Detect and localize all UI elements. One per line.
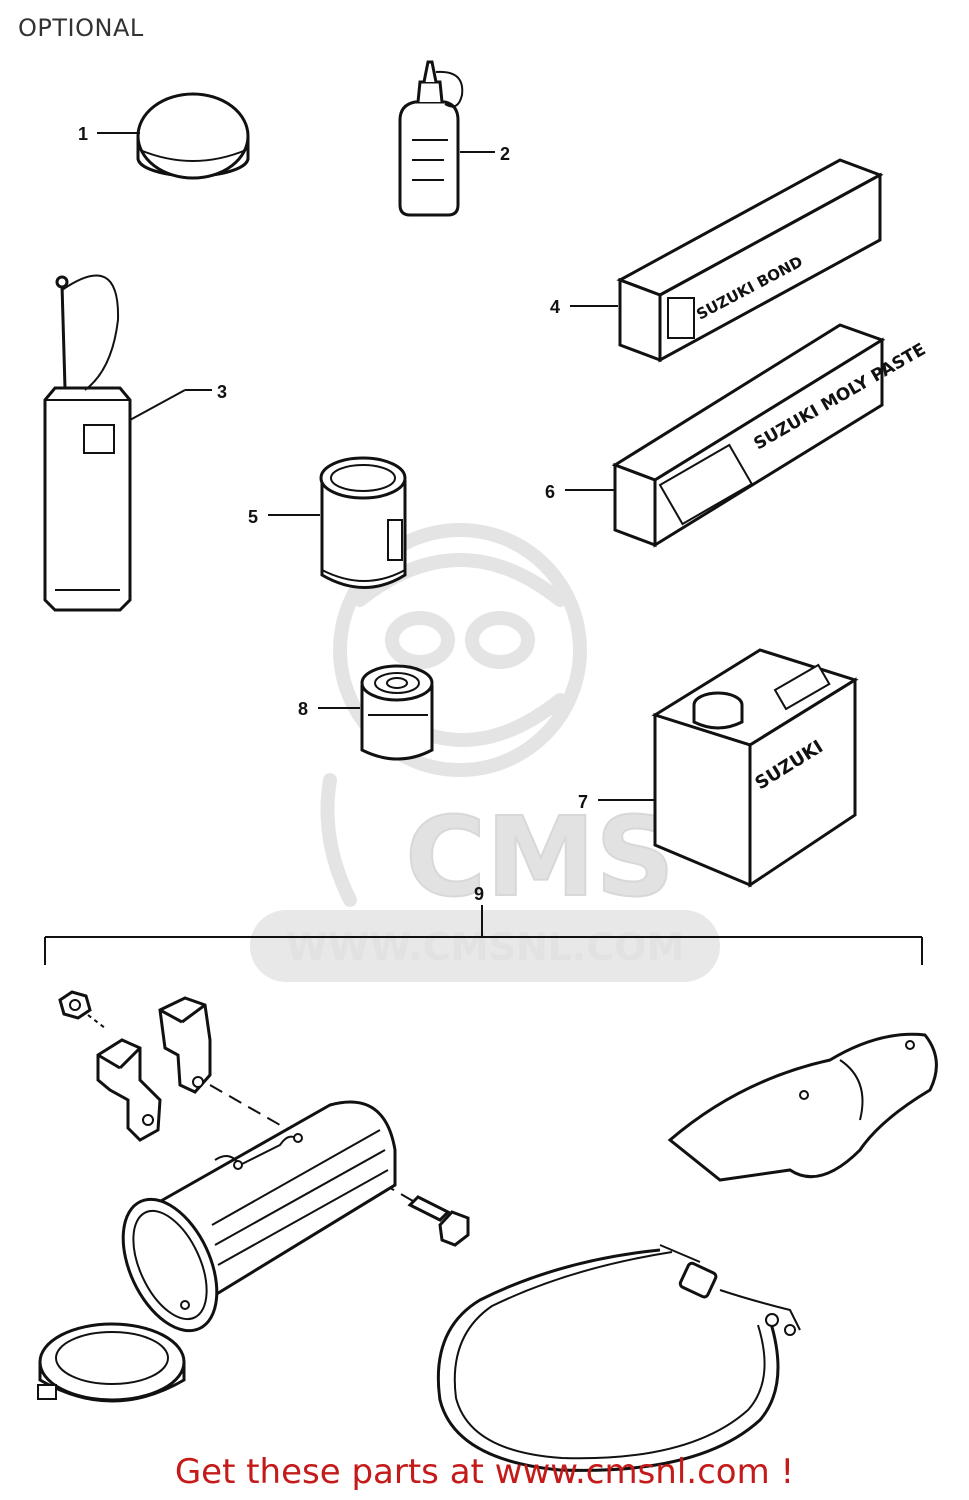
watermark-url: WWW.CMSNL.COM — [286, 925, 685, 969]
part-9-nut — [58, 990, 106, 1029]
callout-4: 4 — [550, 297, 560, 317]
leader-3 — [129, 389, 186, 421]
part-9-bolt — [407, 1195, 470, 1247]
bracket-9 — [44, 905, 923, 965]
part-8-small-tin — [360, 664, 434, 761]
callout-5: 5 — [248, 507, 258, 527]
part-9-cable-lock — [436, 1244, 801, 1472]
watermark-logo: CMS — [405, 793, 674, 921]
part-6-moly-box — [611, 323, 886, 548]
callout-7: 7 — [578, 792, 588, 812]
callout-1: 1 — [78, 124, 88, 144]
part-1-jar — [136, 92, 250, 180]
part-9-bracket-right — [158, 996, 212, 1094]
part-4-bond-box — [616, 158, 884, 363]
callout-8: 8 — [298, 699, 308, 719]
callout-3: 3 — [217, 382, 227, 402]
part-7-container — [651, 648, 859, 888]
part-2-bottle — [398, 60, 464, 217]
page-title: OPTIONAL — [18, 14, 144, 42]
callout-6: 6 — [545, 482, 555, 502]
part-9-bracket-left — [96, 1038, 162, 1142]
watermark: CMS WWW.CMSNL.COM — [250, 523, 720, 982]
part-9-pouch — [667, 1032, 938, 1182]
part-9-tool-tube — [121, 1100, 397, 1333]
part-3-can — [43, 274, 132, 612]
part-9-end-cap — [37, 1322, 186, 1403]
watermark-url-band — [250, 910, 720, 982]
callout-9: 9 — [474, 884, 484, 904]
callout-2: 2 — [500, 144, 510, 164]
part-5-tin — [319, 456, 407, 589]
footer-cta-link[interactable]: Get these parts at www.cmsnl.com ! — [174, 1452, 795, 1492]
